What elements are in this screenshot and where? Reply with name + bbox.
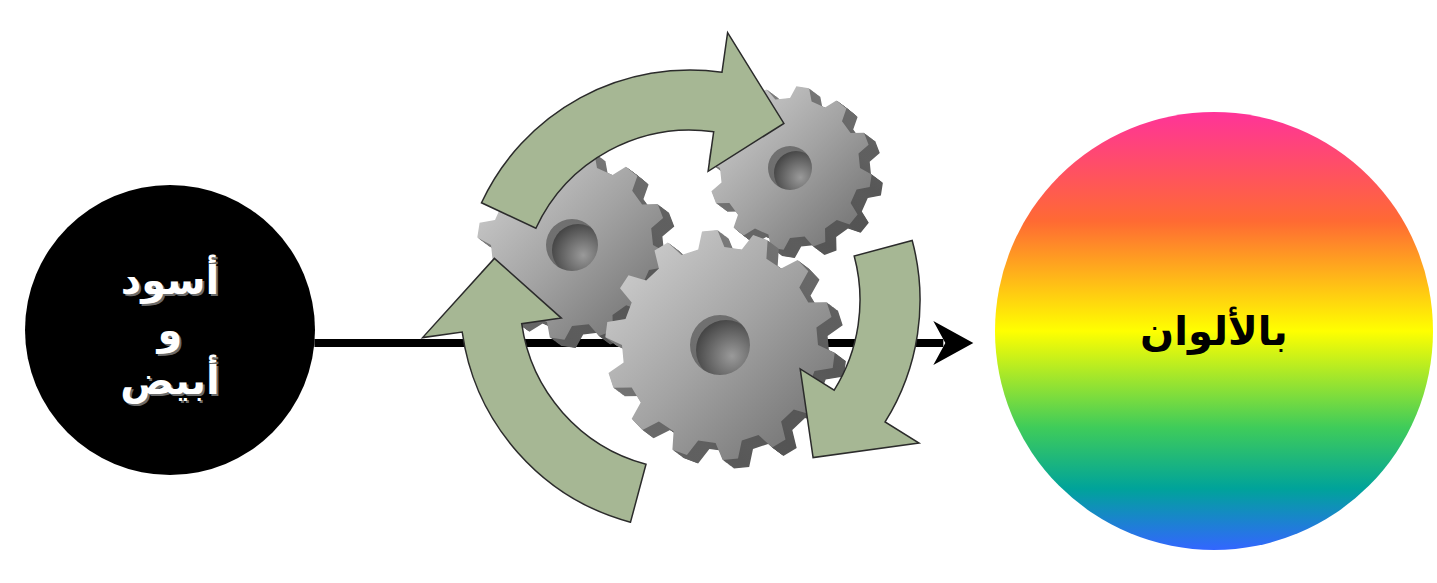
cycle-arrow: [482, 33, 784, 229]
gear-side: [606, 231, 835, 461]
cycle-arrow: [800, 241, 920, 458]
node-label: أسود و أبيض: [120, 255, 220, 405]
circle-fill: [995, 112, 1433, 550]
color-circle: بالألوان: [995, 112, 1433, 550]
gear-face: [605, 230, 834, 460]
circle-fill: [25, 185, 315, 475]
cycle-arrows: [423, 33, 920, 523]
black-white-circle: أسود و أبيض: [25, 185, 315, 475]
arrow-head: [933, 321, 973, 365]
node-label: بالألوان: [1140, 306, 1288, 356]
cycle-arrow: [423, 258, 646, 522]
